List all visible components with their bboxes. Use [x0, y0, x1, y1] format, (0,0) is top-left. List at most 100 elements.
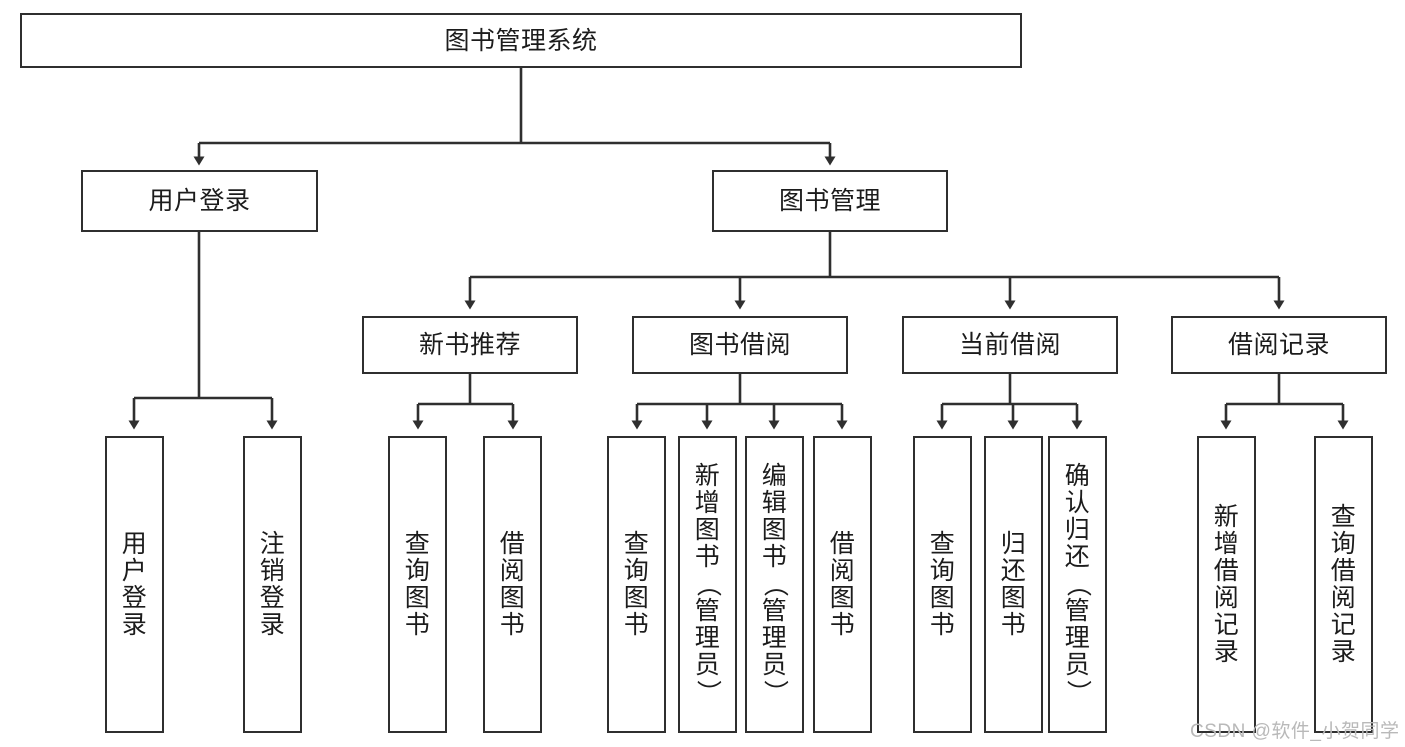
vertical-char: 增 [694, 489, 721, 517]
node-leaf-add-borrow-record[interactable]: 新增借阅记录 [1197, 436, 1256, 733]
vertical-char: 确 [1064, 462, 1091, 490]
node-leaf-edit-book-admin-label: 编辑图书（管理员） [747, 463, 802, 706]
vertical-char: （ [1064, 571, 1092, 598]
node-leaf-query-borrow-record[interactable]: 查询借阅记录 [1314, 436, 1373, 733]
node-leaf-query-book-3-label: 查询图书 [915, 529, 970, 639]
vertical-char: 管 [761, 597, 788, 625]
vertical-char: 图 [404, 583, 431, 612]
node-borrow-record-label: 借阅记录 [1227, 331, 1330, 359]
vertical-char: 员 [761, 651, 788, 679]
vertical-char: 销 [259, 556, 286, 585]
vertical-char: 用 [121, 529, 148, 558]
node-leaf-query-book-1-label: 查询图书 [390, 529, 445, 639]
vertical-char: 图 [499, 583, 526, 612]
vertical-char: 书 [829, 610, 856, 639]
node-leaf-edit-book-admin[interactable]: 编辑图书（管理员） [745, 436, 804, 733]
node-leaf-logout-login-label: 注销登录 [245, 529, 300, 639]
node-book-manage[interactable]: 图书管理 [712, 170, 948, 232]
vertical-char: 记 [1330, 610, 1357, 639]
node-leaf-query-book-2[interactable]: 查询图书 [607, 436, 666, 733]
node-leaf-return-book-label: 归还图书 [986, 529, 1041, 639]
node-leaf-query-book-3[interactable]: 查询图书 [913, 436, 972, 733]
vertical-char: 归 [1064, 516, 1091, 544]
node-leaf-borrow-book-2[interactable]: 借阅图书 [813, 436, 872, 733]
node-leaf-logout-login[interactable]: 注销登录 [243, 436, 302, 733]
vertical-char: 询 [1330, 529, 1357, 558]
vertical-char: 录 [121, 610, 148, 639]
vertical-char: 阅 [1213, 583, 1240, 612]
node-current-borrow[interactable]: 当前借阅 [902, 316, 1118, 374]
node-leaf-query-book-1[interactable]: 查询图书 [388, 436, 447, 733]
vertical-char: 认 [1064, 489, 1091, 517]
vertical-char: 管 [694, 597, 721, 625]
vertical-char: 理 [694, 624, 721, 652]
vertical-char: 注 [259, 529, 286, 558]
node-leaf-borrow-book-1-label: 借阅图书 [485, 530, 540, 639]
node-leaf-add-book-admin-label: 新增图书（管理员） [680, 463, 735, 706]
vertical-char: 书 [694, 543, 721, 571]
vertical-char: 书 [929, 610, 956, 639]
node-leaf-add-borrow-record-label: 新增借阅记录 [1199, 502, 1254, 666]
vertical-char: 还 [1000, 556, 1027, 585]
vertical-char: 录 [1330, 637, 1357, 666]
vertical-char: （ [761, 571, 789, 598]
node-leaf-user-login[interactable]: 用户登录 [105, 436, 164, 733]
vertical-char: 辑 [761, 489, 788, 517]
vertical-char: ） [761, 679, 789, 706]
csdn-watermark: CSDN @软件_小贺同学 [1190, 721, 1400, 742]
node-root-label: 图书管理系统 [444, 26, 598, 55]
vertical-char: 新 [694, 462, 721, 490]
vertical-char: 查 [1330, 502, 1357, 531]
node-user-login[interactable]: 用户登录 [81, 170, 318, 232]
vertical-char: 询 [623, 556, 650, 585]
vertical-char: 查 [929, 529, 956, 558]
vertical-char: 员 [1064, 651, 1091, 679]
node-book-manage-label: 图书管理 [778, 187, 881, 215]
vertical-char: 图 [623, 583, 650, 612]
node-new-book-recommend-label: 新书推荐 [418, 331, 521, 359]
vertical-char: 理 [1064, 624, 1091, 652]
node-root[interactable]: 图书管理系统 [20, 13, 1022, 68]
node-leaf-confirm-return-admin[interactable]: 确认归还（管理员） [1048, 436, 1107, 733]
vertical-char: 书 [404, 610, 431, 639]
vertical-char: 还 [1064, 543, 1091, 571]
vertical-char: 图 [694, 516, 721, 544]
vertical-char: 阅 [829, 556, 856, 585]
vertical-char: 查 [404, 529, 431, 558]
vertical-char: 借 [829, 529, 856, 558]
node-book-borrow-label: 图书借阅 [688, 331, 791, 359]
vertical-char: 管 [1064, 597, 1091, 625]
node-new-book-recommend[interactable]: 新书推荐 [362, 316, 578, 374]
vertical-char: 员 [694, 651, 721, 679]
node-leaf-query-borrow-record-label: 查询借阅记录 [1316, 502, 1371, 666]
vertical-char: 户 [121, 556, 148, 585]
vertical-char: 阅 [499, 556, 526, 585]
vertical-char: （ [694, 571, 722, 598]
node-user-login-label: 用户登录 [148, 187, 251, 215]
node-leaf-borrow-book-2-label: 借阅图书 [815, 529, 870, 639]
vertical-char: 理 [761, 624, 788, 652]
vertical-char: 查 [623, 529, 650, 558]
vertical-char: 书 [623, 610, 650, 639]
node-leaf-query-book-2-label: 查询图书 [609, 529, 664, 639]
node-leaf-user-login-label: 用户登录 [107, 529, 162, 639]
vertical-char: 图 [761, 516, 788, 544]
node-leaf-add-book-admin[interactable]: 新增图书（管理员） [678, 436, 737, 733]
vertical-char: 登 [121, 583, 148, 612]
node-book-borrow[interactable]: 图书借阅 [632, 316, 848, 374]
vertical-char: 借 [1330, 556, 1357, 585]
vertical-char: 阅 [1330, 583, 1357, 612]
vertical-char: 图 [929, 583, 956, 612]
node-borrow-record[interactable]: 借阅记录 [1171, 316, 1387, 374]
vertical-char: 图 [829, 583, 856, 612]
vertical-char: 询 [929, 556, 956, 585]
vertical-char: 归 [1000, 529, 1027, 558]
vertical-char: 登 [259, 583, 286, 612]
vertical-char: 录 [1213, 637, 1240, 666]
vertical-char: 借 [1213, 556, 1240, 585]
node-leaf-borrow-book-1[interactable]: 借阅图书 [483, 436, 542, 733]
vertical-char: 记 [1213, 610, 1240, 639]
node-leaf-return-book[interactable]: 归还图书 [984, 436, 1043, 733]
vertical-char: 新 [1213, 502, 1240, 531]
